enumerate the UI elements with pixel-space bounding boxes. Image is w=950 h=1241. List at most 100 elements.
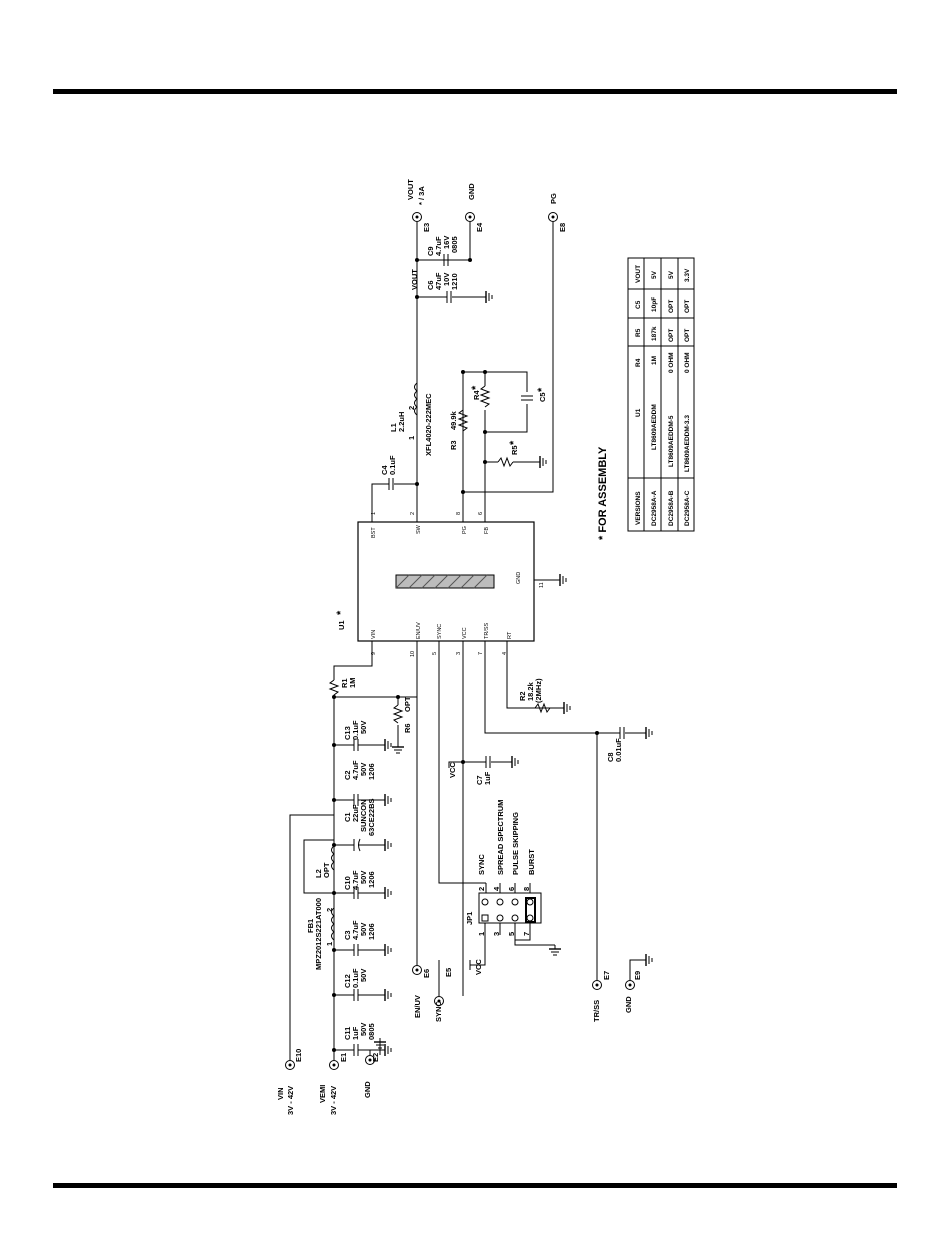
jp1-jumper: JP1 SYNC SPREAD SPECTRUM PULSE SKIPPING …	[465, 800, 562, 975]
schematic-label: BURST	[527, 849, 536, 875]
schematic-label: 1206	[367, 923, 376, 940]
schematic-label: LT8609AEDDM	[651, 404, 658, 450]
u1-ic: U1 *	[335, 521, 535, 642]
schematic-label: 2	[410, 512, 416, 515]
r6-val: OPT	[403, 696, 412, 712]
schematic-label: 50V	[359, 871, 368, 884]
schematic-label: 10pF	[651, 297, 658, 312]
schematic-label: LT8609AEDDM-5	[668, 415, 675, 467]
fb1-part: MPZ2012S221AT000	[314, 898, 323, 970]
l1-inductor: L1 2.2uH 2 1 XFL4020-222MEC	[389, 382, 433, 456]
schematic-label: 5	[507, 932, 516, 936]
schematic-label: OPT	[684, 300, 691, 313]
schematic-label: C9	[426, 246, 435, 256]
schematic-label: L1	[389, 423, 398, 432]
schematic-label: 4.7uF	[434, 236, 443, 256]
schematic-label: 16V	[442, 236, 451, 249]
schematic-label: 11	[539, 582, 545, 588]
schematic-label: 0.1uF	[351, 968, 360, 988]
schematic-label: SPREAD SPECTRUM	[496, 800, 505, 875]
schematic-label: VERSIONS	[635, 491, 642, 525]
schematic-label: 10	[410, 651, 416, 657]
r2-ref: R2	[518, 691, 527, 701]
schematic-label: 4.7uF	[351, 870, 360, 890]
schematic-label: 4	[492, 886, 501, 891]
schematic-label: 3V - 42V	[329, 1086, 338, 1115]
vout-net-label: VOUT	[410, 269, 419, 290]
pin-sw-name: SW	[416, 524, 422, 534]
schematic-label: 1M	[651, 356, 658, 365]
r3-ref: R3	[449, 440, 458, 450]
schematic-label: TR/SS	[592, 1000, 601, 1022]
pin-sync-name: SYNC	[437, 624, 443, 639]
schematic-label: SYNC	[434, 1001, 443, 1022]
schematic-label: VOUT	[635, 265, 642, 283]
schematic-label: 5V	[651, 270, 658, 279]
schematic-label: 4.7uF	[351, 760, 360, 780]
schematic-label: 2	[407, 406, 416, 410]
schematic-label: 1	[371, 512, 377, 515]
schematic-label: 187k	[651, 326, 658, 341]
schematic-label: E6	[422, 969, 431, 978]
schematic-label: 1206	[367, 763, 376, 780]
terminal-gnd-e9: GND E9	[624, 971, 642, 1013]
pin-vcc-name: VCC	[462, 627, 468, 639]
schematic-label: 0 OHM	[668, 352, 675, 373]
schematic-label: 47uF	[434, 272, 443, 290]
schematic-label: C11	[343, 1027, 352, 1040]
schematic-label: LT8609AEDDM-3.3	[684, 415, 691, 472]
schematic-label: *	[470, 385, 482, 390]
jp1-ref: JP1	[465, 912, 474, 925]
schematic-label: C13	[343, 726, 352, 740]
schematic-label: C1	[343, 812, 352, 822]
terminal-sync: SYNC E5	[434, 968, 453, 1022]
schematic-label: 1206	[367, 871, 376, 888]
schematic-label: 5	[432, 652, 438, 655]
schematic-label: *	[508, 440, 520, 445]
schematic-label: 8	[522, 887, 531, 891]
r2-val: 18.2k	[526, 681, 535, 701]
schematic-label: 6	[507, 887, 516, 891]
schematic-label: VIN	[276, 1087, 285, 1100]
pin-rt-name: RT	[507, 631, 513, 639]
c7-ref: C7	[475, 775, 484, 785]
e3-ref: E3	[422, 223, 431, 232]
schematic-label: SUNCON	[359, 799, 368, 832]
schematic-label: 0805	[450, 236, 459, 253]
schematic-label: 10V	[442, 273, 451, 286]
schematic-label: OPT	[668, 300, 675, 313]
schematic-label: 0805	[367, 1023, 376, 1040]
pin-gnd-name: GND	[516, 572, 522, 584]
c4-ref: C4	[380, 465, 389, 475]
schematic-label: 0 OHM	[684, 352, 691, 373]
schematic-label: OPT	[668, 329, 675, 342]
schematic-label: 8	[456, 512, 462, 515]
input-caps	[332, 738, 392, 1057]
schematic-label: 9	[371, 652, 377, 655]
schematic-label: 7	[478, 652, 484, 655]
schematic-label: VCC	[474, 959, 483, 975]
schematic-label: 3	[456, 652, 462, 655]
schematic-label: 50V	[359, 763, 368, 776]
schematic-label: 2.2uH	[397, 412, 406, 432]
schematic-label: 63CE22BS	[367, 798, 376, 836]
schematic-label: 50V	[359, 721, 368, 734]
r3-val: 49.9k	[449, 410, 458, 430]
e4-ref: E4	[475, 222, 484, 232]
c4-val: 0.1uF	[388, 455, 397, 475]
schematic-label: R5	[635, 328, 642, 337]
schematic-label: 1210	[450, 273, 459, 290]
schematic-label: 4	[502, 652, 508, 655]
schematic-label: VEMI	[318, 1085, 327, 1103]
schematic-label: E5	[444, 968, 453, 977]
terminal-vin: VIN 3V - 42V E10	[276, 1049, 303, 1115]
terminal-enuv: EN/UV E6	[413, 969, 431, 1018]
vout-terminal: VOUT * / 3A E3	[406, 179, 431, 232]
schematic-label: PULSE SKIPPING	[511, 812, 520, 875]
schematic-label: 50V	[359, 923, 368, 936]
